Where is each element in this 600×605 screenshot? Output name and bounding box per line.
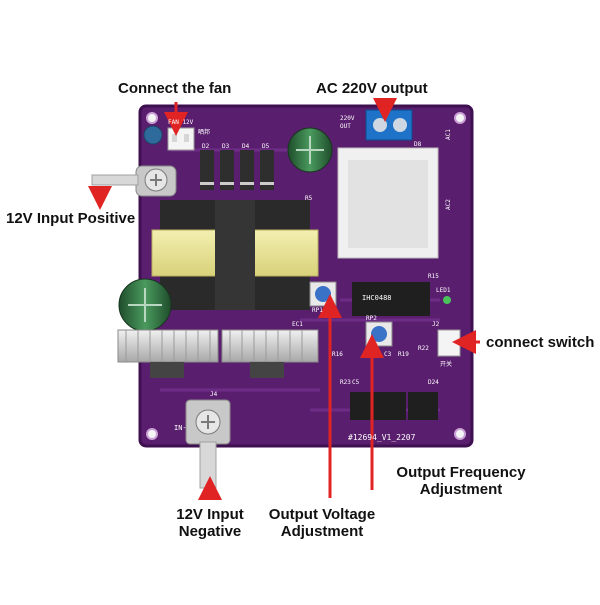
designator-ac1: AC1 (445, 129, 452, 140)
designator-in-minus: IN- (174, 424, 187, 432)
heatsink-left (117, 329, 219, 378)
designator-d8: D8 (414, 141, 422, 148)
label-input-negative-line1: 12V Input (176, 506, 244, 523)
electrolytic-capacitor-top (287, 127, 333, 173)
label-connect-switch: connect switch (486, 334, 595, 351)
out-voltage: 220V (340, 115, 355, 122)
designator-c3: C3 (384, 351, 392, 358)
mounting-holes (146, 112, 466, 440)
heatsink-right (221, 329, 319, 378)
designator-r15: R15 (428, 273, 439, 280)
designator-c5: C5 (352, 379, 360, 386)
designator-d24: D24 (428, 379, 439, 386)
label-frequency-adjustment-line2: Adjustment (419, 481, 503, 498)
status-led (443, 296, 451, 304)
label-frequency-adjustment-line1: Output Frequency (396, 464, 526, 481)
label-input-negative: 12V Input Negative (162, 506, 258, 540)
switch-connector (437, 329, 461, 357)
label-input-positive: 12V Input Positive (6, 210, 136, 227)
designator-d3: D3 (222, 143, 230, 150)
label-voltage-adjustment-line2: Adjustment (280, 523, 364, 540)
rectifier-diodes (200, 150, 274, 190)
designator-r23: R23 (340, 379, 351, 386)
designator-d5: D5 (262, 143, 270, 150)
label-frequency-adjustment: Output Frequency Adjustment (386, 464, 536, 498)
designator-j2: J2 (432, 321, 440, 328)
designator-r19: R19 (398, 351, 409, 358)
brand-mark: 晒邦 (198, 128, 210, 136)
designator-ec1: EC1 (292, 321, 303, 328)
positive-wire-lug (91, 174, 139, 186)
voltage-potentiometer (309, 281, 337, 307)
fan-header-silkscreen: FAN 12V (168, 119, 194, 126)
designator-d2: D2 (202, 143, 210, 150)
designator-ac2: AC2 (445, 199, 452, 210)
negative-terminal (185, 399, 231, 489)
electrolytic-capacitor-bottom (118, 278, 172, 332)
label-voltage-adjustment-line1: Output Voltage (268, 506, 376, 523)
designator-led1: LED1 (436, 287, 451, 294)
designator-d4: D4 (242, 143, 250, 150)
label-input-negative-line2: Negative (178, 523, 242, 540)
callout-arrows (88, 98, 480, 500)
designator-r16: R16 (332, 351, 343, 358)
switch-label: 开关 (440, 360, 452, 368)
designator-rp2: RP2 (366, 315, 377, 322)
positive-terminal-screw (135, 165, 177, 197)
board-silkscreen-id: #12694_V1_2207 (348, 433, 416, 442)
designator-r22: R22 (418, 345, 429, 352)
frequency-potentiometer (365, 321, 393, 347)
label-voltage-adjustment: Output Voltage Adjustment (262, 506, 382, 540)
small-capacitor (143, 125, 163, 145)
designator-r5: R5 (305, 195, 313, 202)
out-label: OUT (340, 123, 351, 130)
designator-j4: J4 (210, 391, 218, 398)
chip-label: IHC0488 (362, 294, 392, 302)
label-connect-fan: Connect the fan (118, 80, 232, 97)
ac-output-terminal-block (365, 109, 413, 141)
transformer (151, 200, 319, 310)
control-ics (350, 282, 438, 420)
fan-header-connector (167, 127, 195, 151)
label-ac-output: AC 220V output (316, 80, 428, 97)
designator-rp1: RP1 (312, 307, 323, 314)
